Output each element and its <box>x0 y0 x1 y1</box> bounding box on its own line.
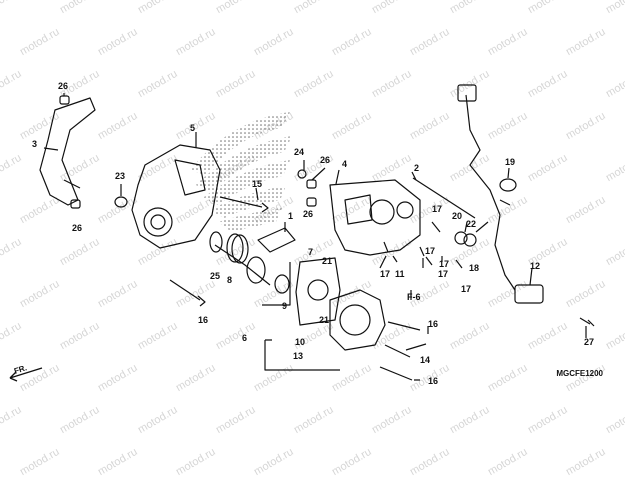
callout-number: 16 <box>428 376 439 386</box>
valve-body <box>329 179 421 256</box>
callout-number: 18 <box>469 263 480 273</box>
callout-number: 17 <box>432 204 443 214</box>
callout-number: 26 <box>58 81 69 91</box>
callout-number: 17 <box>439 259 450 269</box>
callout-number: 22 <box>466 219 477 229</box>
callout-number: 2 <box>414 163 420 173</box>
bracket <box>39 97 96 206</box>
callout-number: 27 <box>584 337 595 347</box>
callout-number: 23 <box>115 171 126 181</box>
lower-cover <box>329 289 386 351</box>
reference-label: F-6 <box>407 292 421 302</box>
callout-number: 17 <box>461 284 472 294</box>
callout-number: 26 <box>72 223 83 233</box>
callout-number: 9 <box>282 301 288 311</box>
callout-number: 17 <box>380 269 391 279</box>
callout-number: 19 <box>505 157 516 167</box>
callout-number: 14 <box>420 355 431 365</box>
callout-number: 5 <box>190 123 196 133</box>
callout-number: 16 <box>428 319 439 329</box>
callout-number: 4 <box>342 159 348 169</box>
callout-number: 3 <box>32 139 38 149</box>
callout-number: 26 <box>320 155 331 165</box>
callout-number: 24 <box>294 147 305 157</box>
gasket <box>295 257 341 326</box>
callout-number: 17 <box>438 269 449 279</box>
diagram-drawing <box>9 84 595 382</box>
callout-number: 11 <box>395 269 405 279</box>
callout-number: 26 <box>303 209 314 219</box>
callout-number: 20 <box>452 211 463 221</box>
callout-number: 25 <box>210 271 221 281</box>
sensor-wire <box>465 94 516 291</box>
callout-number: 15 <box>252 179 263 189</box>
callout-number: 12 <box>530 261 541 271</box>
callout-number: 10 <box>295 337 306 347</box>
wing-logo <box>190 112 292 232</box>
callout-number: 21 <box>319 315 330 325</box>
callout-number: 1 <box>288 211 294 221</box>
callout-number: 21 <box>322 256 333 266</box>
callout-number: 7 <box>308 247 314 257</box>
callout-number: 13 <box>293 351 304 361</box>
callout-number: 6 <box>242 333 248 343</box>
callout-number: 16 <box>198 315 209 325</box>
diagram-code: MGCFE1200 <box>556 369 603 378</box>
callout-number: 17 <box>425 246 436 256</box>
caliper-body <box>131 144 221 249</box>
callout-number: 8 <box>227 275 233 285</box>
